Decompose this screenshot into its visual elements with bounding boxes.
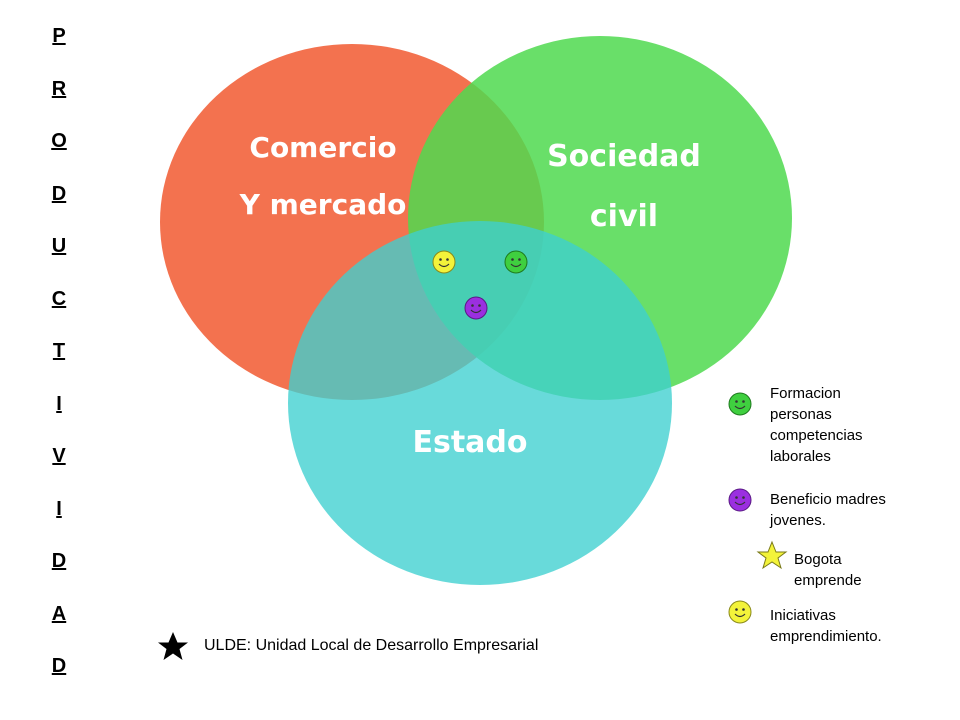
legend-line: jovenes. <box>770 512 826 529</box>
legend-yellow-smiley-icon <box>728 600 752 624</box>
legend-purple-smiley-icon <box>728 488 752 512</box>
vertical-title-letter: D <box>51 655 67 677</box>
black-star-icon <box>158 632 188 660</box>
vertical-title-letter: I <box>56 497 62 520</box>
vertical-title-letter: V <box>52 445 66 467</box>
vertical-title-letter: D <box>51 182 67 205</box>
legend-line: laborales <box>770 448 831 465</box>
vertical-title-letter: D <box>51 550 67 572</box>
yellow-smiley-icon <box>432 250 456 274</box>
legend-line: competencias <box>770 427 863 444</box>
legend-line: emprende <box>794 572 862 589</box>
state-label: Estado <box>412 425 527 460</box>
green-smiley-icon <box>504 250 528 274</box>
legend-bogota-text: Bogota emprende <box>794 549 862 591</box>
vertical-title-letter: U <box>51 235 67 257</box>
commerce-label-line1: Comercio <box>249 131 396 164</box>
legend-line: Iniciativas <box>770 607 836 624</box>
vertical-title-letter: P <box>52 25 66 47</box>
legend-beneficio-text: Beneficio madres jovenes. <box>770 489 886 531</box>
legend-line: Beneficio madres <box>770 491 886 508</box>
society-label-line2: civil <box>590 199 658 234</box>
legend-line: emprendimiento. <box>770 628 882 645</box>
circle-state <box>288 221 672 585</box>
legend-formacion-text: Formacion personas competencias laborale… <box>770 383 863 467</box>
legend-green-smiley-icon <box>728 392 752 416</box>
legend-line: Bogota <box>794 551 842 568</box>
vertical-title-letter: I <box>56 392 62 415</box>
vertical-title-letter: R <box>51 77 67 100</box>
vertical-title-letter: O <box>51 130 67 152</box>
legend-iniciativas-text: Iniciativas emprendimiento. <box>770 605 882 647</box>
vertical-title-productividad: P R O D U C T I V I D A D <box>44 26 74 709</box>
vertical-title-letter: T <box>52 340 66 362</box>
legend-yellow-star-icon <box>756 540 788 570</box>
legend-line: Formacion <box>770 385 841 402</box>
legend-line: personas <box>770 406 832 423</box>
vertical-title-letter: A <box>51 602 67 625</box>
ulde-footnote: ULDE: Unidad Local de Desarrollo Empresa… <box>204 637 539 654</box>
commerce-label-line2: Y mercado <box>239 188 407 221</box>
purple-smiley-icon <box>464 296 488 320</box>
vertical-title-letter: C <box>51 287 67 310</box>
society-label-line1: Sociedad <box>547 139 701 174</box>
